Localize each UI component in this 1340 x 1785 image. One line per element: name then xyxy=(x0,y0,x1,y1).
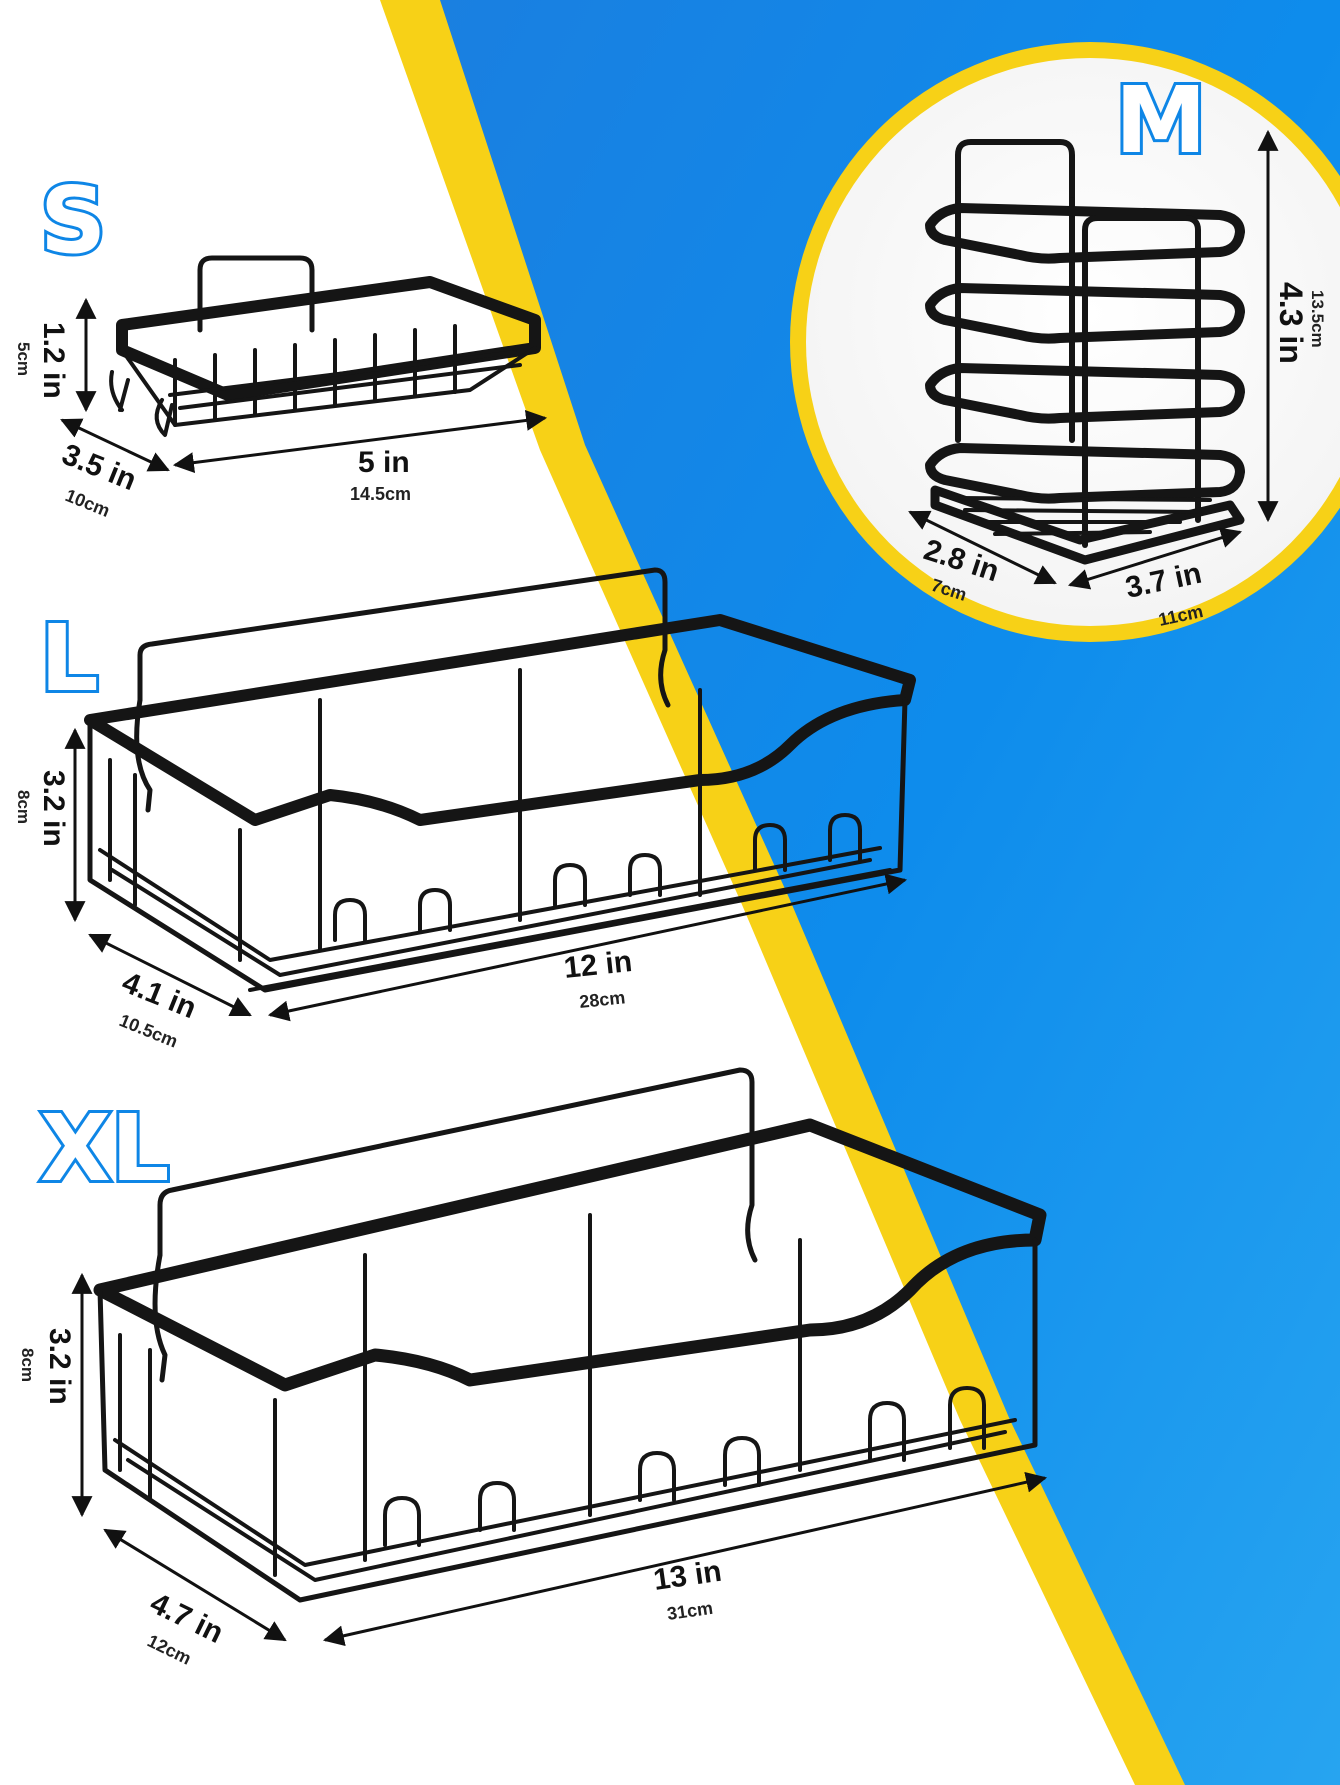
l-height-cm: 8cm xyxy=(14,790,33,824)
xl-width-arrow xyxy=(322,1471,1048,1647)
size-label-m: M xyxy=(1115,67,1207,174)
s-width-cm: 14.5cm xyxy=(350,484,411,504)
s-width-in: 5 in xyxy=(358,446,410,479)
m-depth-arrow xyxy=(908,510,1057,585)
xl-height-in: 3.2 in xyxy=(43,1328,76,1405)
m-height-cm: 13.5cm xyxy=(1308,290,1327,348)
l-depth-arrow xyxy=(88,933,252,1017)
xl-shelf-basket-illustration xyxy=(93,1067,1047,1603)
l-width-arrow xyxy=(267,873,908,1022)
s-soap-dish-illustration xyxy=(109,255,541,437)
size-label-l: L xyxy=(40,605,99,712)
m-toothbrush-holder-illustration xyxy=(925,139,1245,565)
m-width-arrow xyxy=(1067,527,1243,590)
l-width-cm: 28cm xyxy=(578,987,626,1012)
s-depth-arrow xyxy=(60,418,170,472)
s-height-cm: 5cm xyxy=(14,342,33,376)
xl-depth-arrow xyxy=(103,1528,287,1642)
s-height-in: 1.2 in xyxy=(37,322,70,399)
xl-height-cm: 8cm xyxy=(18,1348,37,1382)
s-width-arrow xyxy=(172,409,548,474)
l-height-in: 3.2 in xyxy=(37,770,70,847)
m-height-in: 4.3 in xyxy=(1273,282,1309,364)
l-width-in: 12 in xyxy=(562,945,633,985)
size-label-s: S xyxy=(40,167,106,274)
size-label-xl: XL xyxy=(40,1095,170,1202)
